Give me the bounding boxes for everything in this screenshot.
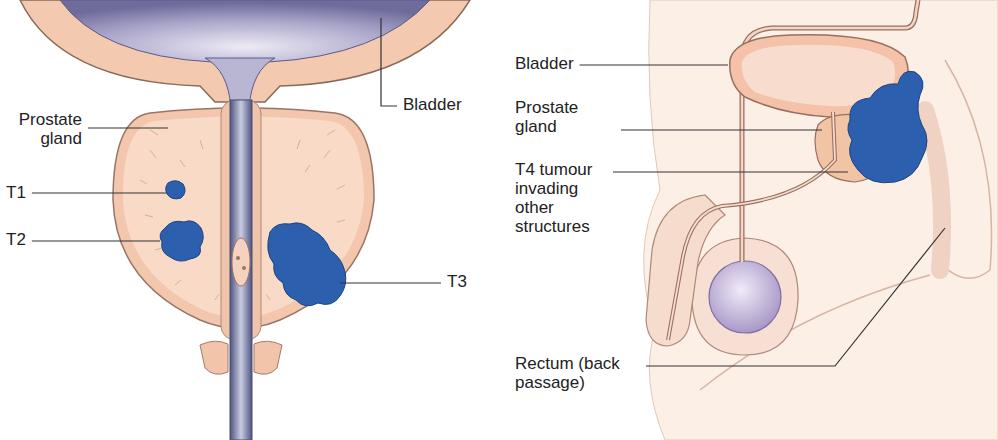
- duct-opening: [242, 266, 246, 270]
- leader-line: [621, 129, 822, 130]
- leader-line: [381, 18, 397, 106]
- part-label: T4 tumour invading other structures: [515, 160, 607, 236]
- part-label: Prostate gland: [515, 98, 615, 136]
- duct-opening: [236, 256, 240, 260]
- leader-line: [32, 192, 166, 193]
- rectum: [925, 110, 942, 270]
- bladder-left: [20, 0, 470, 108]
- leader-line: [340, 282, 441, 283]
- scrotum: [692, 238, 798, 355]
- leader-line: [646, 228, 945, 366]
- penis: [646, 195, 725, 346]
- leader-line: [580, 64, 728, 65]
- leader-line: [32, 240, 160, 241]
- urethra-right: [668, 112, 835, 340]
- part-label: T3: [447, 272, 467, 291]
- prostate-left: [113, 100, 374, 440]
- bladder-cavity: [60, 0, 430, 62]
- urethra-right-inner: [668, 112, 835, 340]
- verumontanum: [232, 238, 250, 286]
- part-label: T1: [6, 183, 26, 202]
- body-right: [644, 0, 998, 440]
- part-label: Prostate gland: [4, 110, 82, 148]
- part-label: T2: [6, 230, 26, 249]
- leader-line: [88, 127, 168, 128]
- part-label: Rectum (back passage): [515, 354, 640, 392]
- leader-line: [613, 171, 848, 172]
- part-label: Bladder: [515, 54, 574, 73]
- t2-tumour: [160, 221, 203, 261]
- urethra: [230, 100, 252, 440]
- t3-tumour: [268, 223, 346, 306]
- testis: [709, 261, 781, 333]
- t1-tumour: [166, 181, 185, 199]
- part-label: Bladder: [403, 95, 462, 114]
- tumours-left: [160, 181, 346, 306]
- t4-tumour: [848, 71, 927, 183]
- body-silhouette: [644, 0, 998, 440]
